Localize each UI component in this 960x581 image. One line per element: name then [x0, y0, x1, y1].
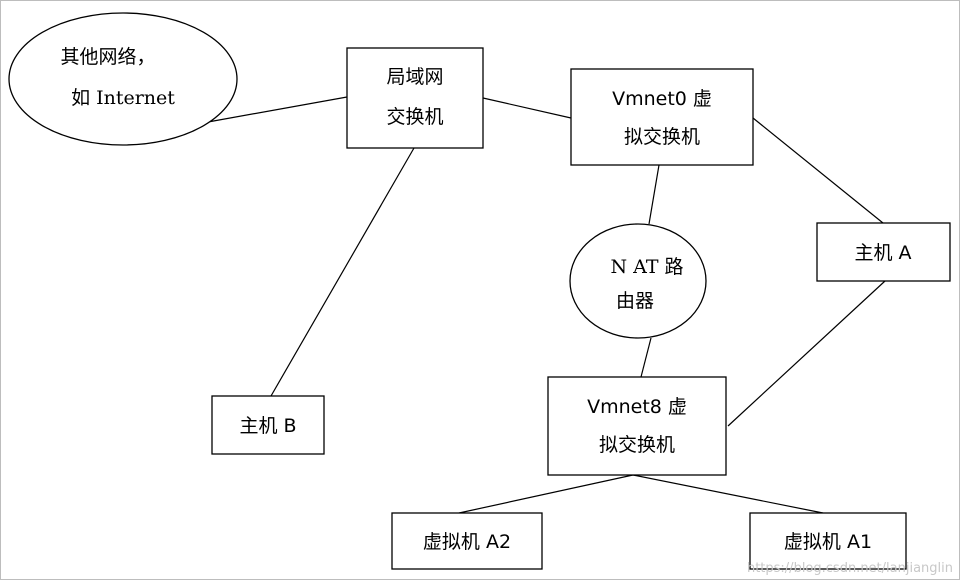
edge-other-networks-lan-switch	[207, 96, 348, 123]
box-vmnet0	[570, 68, 754, 166]
label-host-b: 主机 B	[239, 415, 296, 437]
label-vmnet0-line2: 拟交换机	[624, 126, 700, 148]
edge-host-a-vmnet8	[727, 280, 886, 427]
label-vmnet0-line1: Vmnet0 虚	[612, 88, 712, 110]
node-lan-switch: 局域网 交换机	[346, 47, 484, 149]
label-vm-a1: 虚拟机 A1	[784, 531, 872, 553]
node-vm-a2: 虚拟机 A2	[391, 512, 543, 570]
edge-lan-switch-vmnet0	[482, 97, 572, 119]
oval-other-networks	[8, 12, 238, 146]
node-host-b: 主机 B	[211, 395, 325, 455]
edge-vmnet0-nat-router	[648, 164, 660, 225]
oval-nat-router	[569, 223, 707, 339]
edge-lan-switch-host-b	[270, 147, 415, 397]
node-vmnet0: Vmnet0 虚 拟交换机	[570, 68, 754, 166]
node-vm-a1: 虚拟机 A1	[749, 512, 907, 570]
box-vmnet8	[547, 376, 727, 476]
label-nat-router-line2: 由器	[616, 290, 654, 312]
node-host-a: 主机 A	[816, 222, 951, 282]
node-other-networks: 其他网络， 如 Internet	[8, 12, 238, 146]
label-vmnet8-line1: Vmnet8 虚	[587, 396, 687, 418]
edge-vmnet8-vm-a1	[632, 474, 824, 514]
label-nat-router-line1: N AT 路	[610, 256, 683, 278]
box-lan-switch	[346, 47, 484, 149]
edge-vmnet0-host-a	[752, 117, 884, 224]
label-other-networks-line1: 其他网络，	[60, 46, 155, 68]
label-lan-switch-line1: 局域网	[386, 66, 443, 88]
box-host-a	[816, 222, 951, 282]
edge-nat-router-vmnet8	[640, 337, 652, 378]
label-lan-switch-line2: 交换机	[386, 106, 443, 128]
node-vmnet8: Vmnet8 虚 拟交换机	[547, 376, 727, 476]
box-host-b	[211, 395, 325, 455]
label-host-a: 主机 A	[854, 242, 911, 264]
label-vmnet8-line2: 拟交换机	[599, 434, 675, 456]
label-other-networks-line2: 如 Internet	[71, 87, 175, 109]
node-nat-router: N AT 路 由器	[569, 223, 707, 339]
box-vm-a1	[749, 512, 907, 570]
watermark-text: https://blog.csdn.net/lanjianglin	[747, 561, 953, 576]
edge-vmnet8-vm-a2	[458, 474, 634, 514]
box-vm-a2	[391, 512, 543, 570]
label-vm-a2: 虚拟机 A2	[423, 531, 511, 553]
